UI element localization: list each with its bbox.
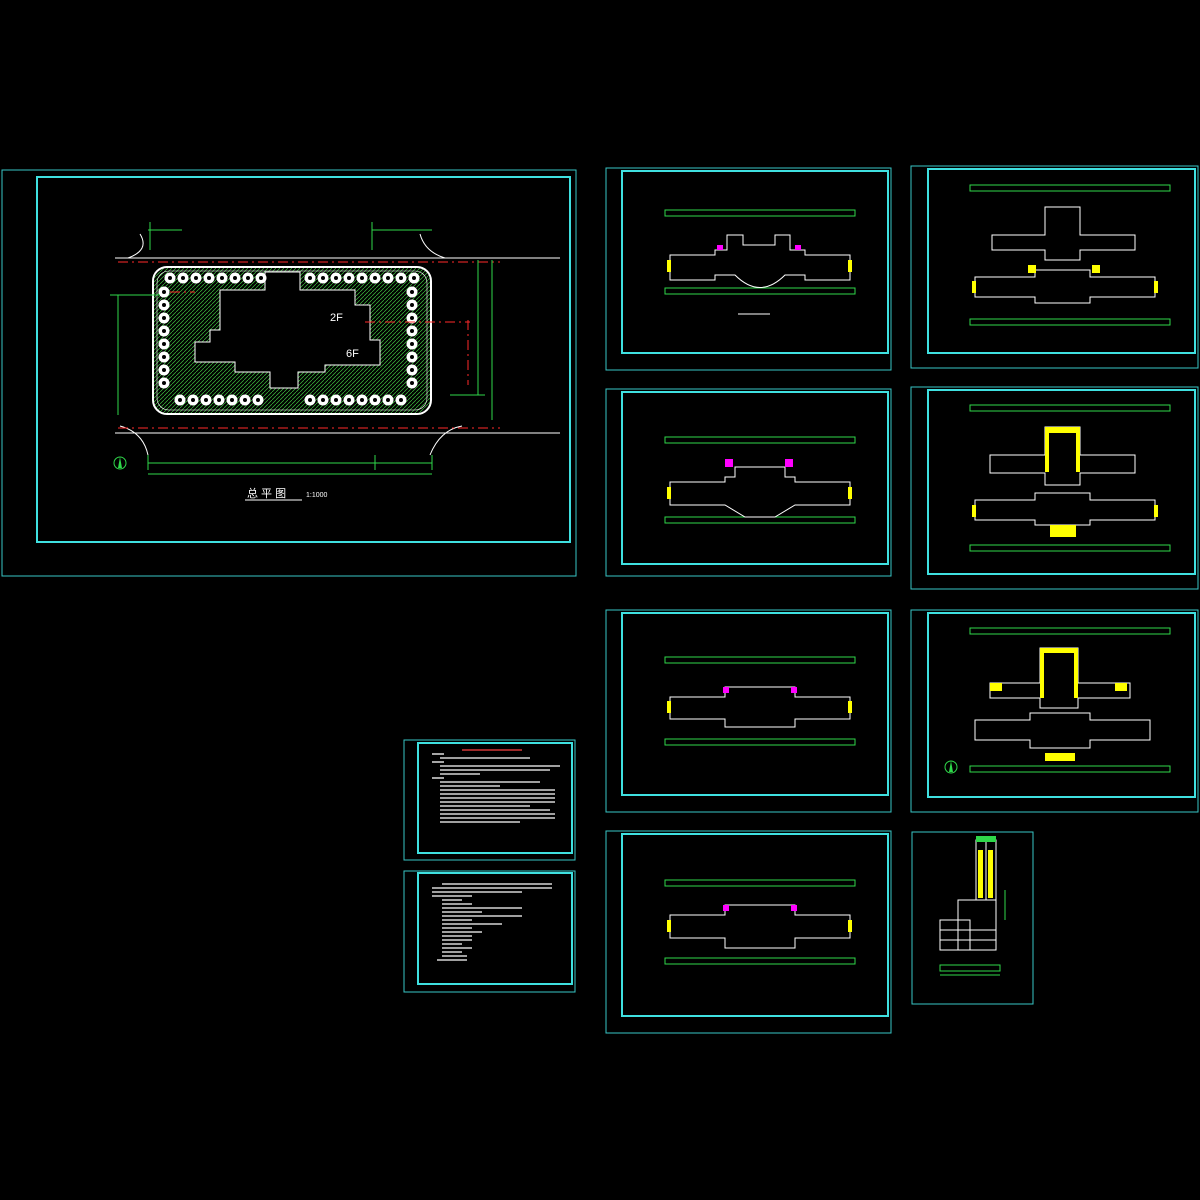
tree-icon bbox=[203, 272, 215, 284]
tree-icon bbox=[164, 272, 176, 284]
site-dimensions bbox=[110, 222, 493, 475]
sheet-border-inner bbox=[36, 176, 571, 543]
tree-icon bbox=[158, 312, 170, 324]
floor-plan-7-drawing bbox=[664, 879, 856, 965]
high-block-label: 6F bbox=[346, 348, 359, 360]
site-plan-sheet: 2F 6F bbox=[1, 169, 577, 577]
tree-icon bbox=[213, 394, 225, 406]
floor-plan-4-drawing bbox=[969, 404, 1171, 552]
low-block-label: 2F bbox=[330, 312, 343, 324]
tree-icon bbox=[177, 272, 189, 284]
tree-icon bbox=[255, 272, 267, 284]
building-footprint: 2F 6F bbox=[194, 271, 381, 389]
tree-icon bbox=[158, 286, 170, 298]
tree-icon bbox=[216, 272, 228, 284]
tree-icon bbox=[158, 325, 170, 337]
tree-icon bbox=[200, 394, 212, 406]
tree-icon bbox=[382, 394, 394, 406]
tree-icon bbox=[187, 394, 199, 406]
floor-plan-sheet-6 bbox=[910, 609, 1199, 813]
tree-icon bbox=[406, 299, 418, 311]
tree-icon bbox=[406, 364, 418, 376]
floor-plan-sheet-7 bbox=[605, 830, 892, 1034]
site-roads bbox=[115, 233, 560, 456]
tree-icon bbox=[406, 351, 418, 363]
tree-icon bbox=[158, 351, 170, 363]
notes-1-text-block bbox=[432, 749, 560, 823]
north-arrow-icon bbox=[113, 456, 127, 470]
floor-plan-2-drawing bbox=[969, 184, 1171, 326]
site-plan-scale: 1:1000 bbox=[306, 492, 328, 499]
tree-icon bbox=[158, 364, 170, 376]
floor-plan-6-drawing bbox=[969, 627, 1171, 773]
tree-icon bbox=[242, 272, 254, 284]
section-sheet bbox=[911, 831, 1034, 1005]
tree-icon bbox=[330, 394, 342, 406]
section-drawing bbox=[939, 836, 1006, 976]
tree-icon bbox=[158, 299, 170, 311]
floor-plan-sheet-2 bbox=[910, 165, 1199, 369]
tree-icon bbox=[408, 272, 420, 284]
tree-icon bbox=[174, 394, 186, 406]
notes-sheet-1 bbox=[403, 739, 576, 861]
north-arrow-icon bbox=[944, 760, 958, 774]
tree-icon bbox=[343, 394, 355, 406]
tree-icon bbox=[369, 272, 381, 284]
tree-icon bbox=[158, 377, 170, 389]
site-plan-title: 总 平 图 1:1000 bbox=[245, 486, 328, 501]
notes-sheet-2 bbox=[403, 870, 576, 993]
floor-plan-5-drawing bbox=[664, 656, 856, 746]
tree-icon bbox=[190, 272, 202, 284]
tree-icon bbox=[406, 325, 418, 337]
floor-plan-3-drawing bbox=[664, 436, 856, 524]
floor-plan-sheet-1 bbox=[605, 167, 892, 371]
tree-icon bbox=[317, 272, 329, 284]
tree-icon bbox=[356, 272, 368, 284]
tree-icon bbox=[304, 272, 316, 284]
tree-icon bbox=[382, 272, 394, 284]
tree-icon bbox=[406, 377, 418, 389]
tree-icon bbox=[369, 394, 381, 406]
tree-icon bbox=[406, 286, 418, 298]
tree-icon bbox=[226, 394, 238, 406]
tree-icon bbox=[239, 394, 251, 406]
tree-icon bbox=[395, 394, 407, 406]
floor-plan-sheet-3 bbox=[605, 388, 892, 577]
tree-icon bbox=[406, 338, 418, 350]
tree-icon bbox=[229, 272, 241, 284]
tree-icon bbox=[158, 338, 170, 350]
sheet-border-outer bbox=[1, 169, 577, 577]
tree-icon bbox=[356, 394, 368, 406]
tree-icon bbox=[252, 394, 264, 406]
tree-icon bbox=[330, 272, 342, 284]
floor-plan-sheet-4 bbox=[910, 386, 1199, 590]
tree-icon bbox=[304, 394, 316, 406]
tree-icon bbox=[343, 272, 355, 284]
notes-2-text-block bbox=[432, 883, 552, 961]
floor-plan-sheet-5 bbox=[605, 609, 892, 813]
site-plan-title-text: 总 平 图 bbox=[247, 486, 286, 500]
tree-icon bbox=[395, 272, 407, 284]
tree-icon bbox=[317, 394, 329, 406]
floor-plan-1-drawing bbox=[664, 209, 856, 295]
